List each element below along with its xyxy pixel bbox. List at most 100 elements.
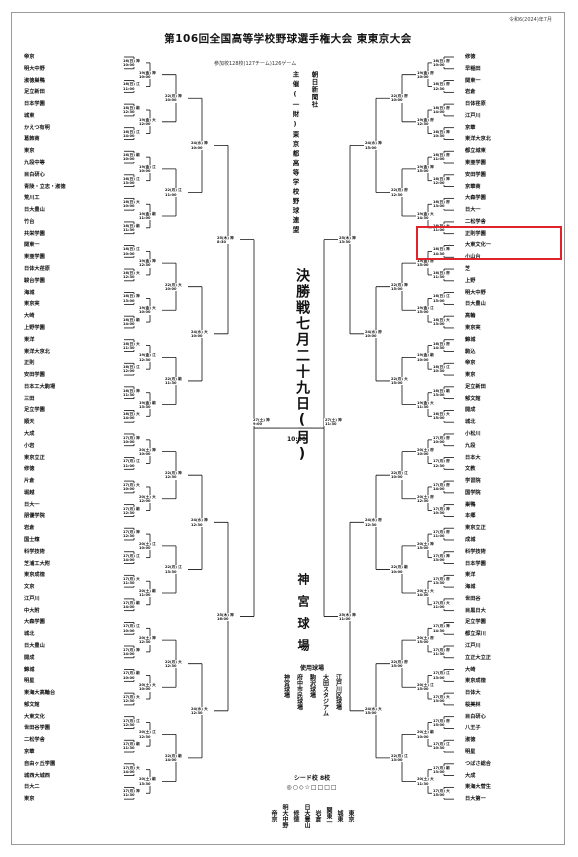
participation-info: 参加校128校(127チーム)126ゲーム [214,61,297,67]
semifinal-slot: 27(土) 神9:00 [252,418,278,427]
game-slot: 17(月) 神12:30 [122,530,146,539]
school-name: 日本工大駒場 [24,383,56,390]
game-slot: 19(金) 大12:00 [138,117,162,127]
school-name: 淑徳巣鴨 [24,77,45,84]
game-slot: 24(水) 神10:00 [190,141,214,150]
school-row: 二松学舎 [24,736,122,744]
game-slot: 16(日) 府14:30 [432,341,456,351]
school-name: 葛飾商 [24,136,40,143]
game-slot: 22(月) 江13:30 [164,565,188,574]
school-name: 自由ヶ丘学園 [24,760,56,767]
game-slot: 22(月) 大10:00 [164,282,188,292]
final-time: 10:00 [287,436,307,443]
school-name: 世田谷学園 [24,725,50,732]
school-row: 関東一 [456,77,556,85]
date-label: 令和6(2024)年7月 [509,17,552,23]
bracket-sheet: 令和6(2024)年7月 第106回全国高等学校野球選手権大会 東東京大会 参加… [11,12,565,845]
school-name: 片倉 [24,478,35,485]
game-slot: 16(日) 大13:00 [432,318,456,327]
game-slot: 25(木) 神13:30 [338,235,362,244]
game-slot: 19(金) 大10:00 [138,306,162,315]
school-name: 順天 [24,419,35,426]
school-name: 竹台 [24,218,35,225]
school-row: 淑徳 [456,736,556,744]
venue-heading: 使用球場 [299,665,324,672]
game-slot: 17(月) 府12:30 [432,459,456,468]
game-slot: 20(土) 神10:00 [138,447,162,457]
school-row: 日大豊山 [24,642,122,650]
school-row: つばさ総合 [456,760,556,768]
game-slot: 22(月) 府12:30 [390,188,414,197]
school-row: 修徳 [456,53,556,61]
school-name: 東京立正 [465,525,486,532]
game-slot: 16(日) 神12:00 [432,176,456,186]
game-slot: 17(月) 府15:00 [432,718,456,727]
school-row: 世田谷 [456,595,556,603]
school-name: 上野 [465,277,476,284]
school-name: 江戸川 [24,595,40,602]
school-name: 郁文館 [465,395,481,402]
game-slot: 17(月) 神10:00 [122,435,146,445]
semifinal-slot: 27(土) 神11:30 [324,418,350,427]
school-name: 東洋大京北 [24,348,50,355]
game-slot: 16(日) 江10:30 [432,365,456,374]
game-slot: 17(月) 大10:00 [122,482,146,492]
game-slot: 25(木) 神16:00 [216,612,240,621]
school-row: 大東文化一 [456,241,556,249]
school-name: 本郷 [465,513,476,520]
school-row: 東京成徳 [24,571,122,579]
school-name: 東洋 [24,336,35,343]
school-row: 淑徳巣鴨 [24,77,122,85]
game-slot: 20(土) 大12:00 [138,494,162,504]
school-row: 目白研心 [24,171,122,179]
game-slot: 16(日) 府14:00 [432,106,456,115]
game-slot: 22(月) 駒14:00 [164,753,188,763]
school-row: 三田 [24,395,122,403]
school-name: 日大一 [24,501,40,508]
school-name: 錦城 [465,336,476,343]
school-name: 東海大菅生 [465,784,491,791]
game-slot: 20(土) 神12:30 [138,636,162,645]
game-slot: 16(日) 江14:00 [122,129,146,138]
school-row: 九段 [456,442,556,450]
school-name: 大成 [465,772,476,779]
school-name: 芝 [465,266,471,273]
school-name: 東京成徳 [465,678,486,685]
game-slot: 24(水) 神15:00 [364,141,388,150]
seed-school: 東京 [347,810,354,822]
game-slot: 16(日) 江12:00 [122,365,146,374]
school-row: 城北 [456,418,556,426]
game-slot: 16(日) 府13:00 [432,200,456,209]
school-row: 足立学園 [24,406,122,414]
school-row: 早稲田 [456,65,556,73]
school-row: 修徳 [24,465,122,473]
school-name: 文京 [24,584,35,591]
school-row: 小松川 [456,430,556,438]
school-row: 日体大荏原 [24,265,122,273]
school-row: 目黒日大 [456,607,556,615]
venue-list: 使用球場 江戸川区球場 大田スタジアム 駒沢球場 府中市民球場 神宮球場 [278,663,346,752]
school-row: 駒込 [456,348,556,356]
school-name: 海城 [465,584,476,591]
game-slot: 17(月) 江13:00 [432,671,456,680]
school-row: 都立深川 [456,630,556,638]
seed-heading: シード校 8校 [293,775,331,782]
school-row: 東洋大京北 [456,135,556,143]
school-row: 上野学園 [24,324,122,332]
school-name: 共栄学園 [24,230,45,237]
school-row: 日本工大駒場 [24,383,122,391]
school-name: 城東 [24,112,35,119]
game-slot: 20(土) 駒13:30 [138,777,162,786]
school-name: 日大豊山 [24,207,45,214]
seed-school: 帝京 [270,810,277,822]
school-name: 芝浦工大附 [24,560,50,567]
game-slot: 19(金) 神15:00 [416,164,440,174]
game-slot: 17(月) 駒11:30 [122,742,146,751]
game-slot: 16(日) 神14:30 [432,247,456,256]
venue-item: 神宮球場 [282,674,290,698]
school-row: 開成 [24,654,122,662]
seed-school: 日大豊山 [303,804,310,828]
school-name: 京華商 [465,183,481,190]
game-slot: 16(日) 神10:00 [122,58,146,68]
game-slot: 22(月) 大15:00 [390,376,414,386]
